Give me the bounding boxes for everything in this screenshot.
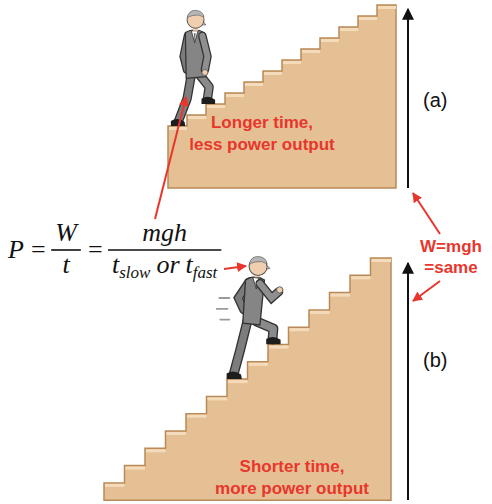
formula-symbol: t <box>62 252 69 278</box>
stair-tread <box>378 6 396 9</box>
fast-walker <box>234 321 248 373</box>
slow-walker <box>202 21 205 24</box>
stair-tread <box>331 293 351 296</box>
stair-tread <box>245 83 263 86</box>
formula-sign: = <box>88 237 103 263</box>
fast-walker <box>234 321 248 373</box>
fast-walker <box>260 284 279 298</box>
formula-subscript: slow <box>119 264 150 281</box>
fast-walker <box>266 266 270 270</box>
fast-walker <box>277 287 283 293</box>
fast-walker <box>217 298 230 320</box>
staircase-outline <box>104 258 391 500</box>
formula-symbol: mgh <box>142 220 187 246</box>
stair-tread <box>105 484 125 487</box>
stair-tread <box>187 414 207 417</box>
formula-symbol: t <box>186 252 193 278</box>
stair-tread <box>126 466 146 469</box>
stair-tread <box>207 105 225 108</box>
stair-tread <box>310 311 330 314</box>
fraction-bar <box>108 249 221 251</box>
panel-letter: (a) <box>423 90 447 110</box>
stair-caption: Longer time, less power output <box>189 112 334 156</box>
stair-tread <box>208 397 228 400</box>
height-arrow <box>407 263 409 500</box>
work-note: W=mgh =same <box>414 236 488 278</box>
formula-word: or <box>156 252 179 278</box>
stair-tread <box>283 61 301 64</box>
slow-walker <box>202 97 216 104</box>
fast-walker <box>219 297 229 299</box>
formula-sign: = <box>31 237 46 263</box>
fast-walker <box>260 284 279 298</box>
fast-walker <box>249 257 267 265</box>
fast-walker <box>249 258 267 276</box>
fast-walker <box>220 319 229 321</box>
formula-subscript: fast <box>193 264 218 281</box>
formula-symbol: W <box>55 220 77 246</box>
stair-tread <box>290 328 310 331</box>
height-arrow <box>407 9 409 188</box>
slow-walker <box>202 36 207 70</box>
fast-walker <box>217 257 283 379</box>
slow-walker <box>194 33 195 42</box>
stair-tread <box>321 39 339 42</box>
pointer-arrow <box>224 266 246 269</box>
stair-tread <box>167 432 187 435</box>
stair-tread <box>226 94 244 97</box>
stair-tread <box>269 345 289 348</box>
stair-tread <box>372 259 392 262</box>
stair-tread <box>264 72 282 75</box>
panel-letter: (b) <box>423 350 447 370</box>
slow-walker <box>187 11 204 28</box>
stair-caption: Shorter time, more power output <box>215 456 369 500</box>
fast-walker <box>217 308 228 310</box>
slow-walker <box>171 10 215 126</box>
stair-tread <box>188 116 206 119</box>
fast-walker <box>227 372 242 379</box>
slow-walker <box>200 75 209 99</box>
slow-walker <box>191 31 198 43</box>
staircase-outline <box>168 5 396 188</box>
fraction-bar <box>51 249 81 251</box>
slow-walker <box>202 69 208 75</box>
stair-tread <box>359 17 377 20</box>
pointer-arrow <box>413 193 440 234</box>
pointer-arrow <box>155 97 186 219</box>
stair-tread <box>228 380 248 383</box>
slow-walker <box>202 36 207 70</box>
stair-tread <box>249 363 269 366</box>
slow-walker <box>200 75 209 99</box>
stair-tread <box>302 50 320 53</box>
pointer-arrow <box>413 281 440 301</box>
stair-tread <box>146 449 166 452</box>
stair-tread <box>351 276 371 279</box>
slow-walker <box>187 10 204 18</box>
fast-walker <box>266 337 280 344</box>
formula-symbol: P <box>8 237 24 263</box>
formula-symbol: t <box>112 252 119 278</box>
stair-tread <box>340 28 358 31</box>
